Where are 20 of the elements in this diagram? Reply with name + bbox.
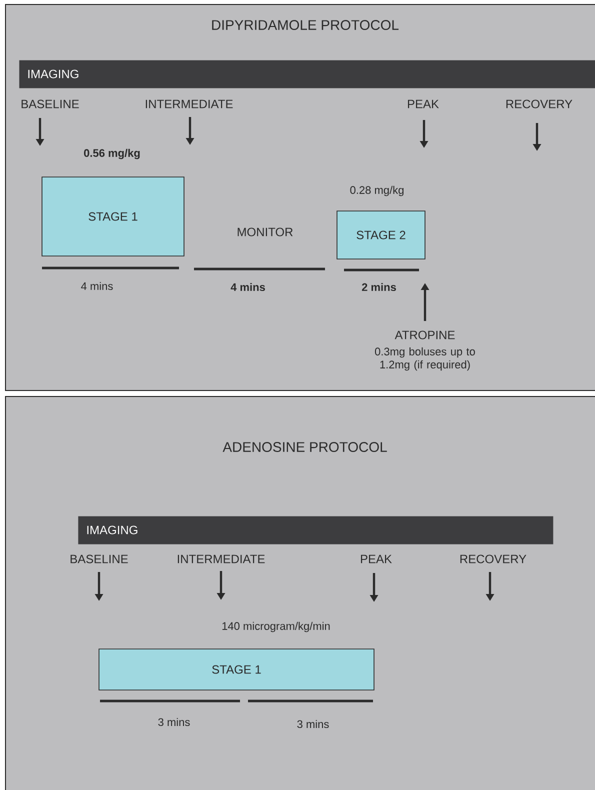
duration-label: 3 mins [297,720,329,728]
dose-label: 0.56 mg/kg [84,148,140,160]
stage-box: STAGE 2 [336,210,426,260]
phase-label: RECOVERY [506,100,572,108]
phase-label: MONITOR [238,228,293,236]
duration-label: 3 mins [158,718,190,726]
duration-label: 4 mins [230,282,265,292]
phase-label: BASELINE [22,100,79,108]
stage-box: STAGE 1 [98,648,374,690]
phase-label: INTERMEDIATE [146,100,233,108]
imaging-bar: IMAGING [19,60,595,88]
phase-label: PEAK [408,100,439,108]
imaging-bar: IMAGING [78,516,554,544]
dose-label: 140 microgram/kg/min [222,622,330,632]
dose-note: 0.3mg boluses up to 1.2mg (if required) [374,347,475,371]
stage-box: STAGE 1 [42,176,184,256]
dose-label: 0.28 mg/kg [350,186,404,196]
duration-label: 2 mins [362,282,396,292]
duration-label: 4 mins [81,282,113,290]
drug-label: ATROPINE [394,330,455,340]
